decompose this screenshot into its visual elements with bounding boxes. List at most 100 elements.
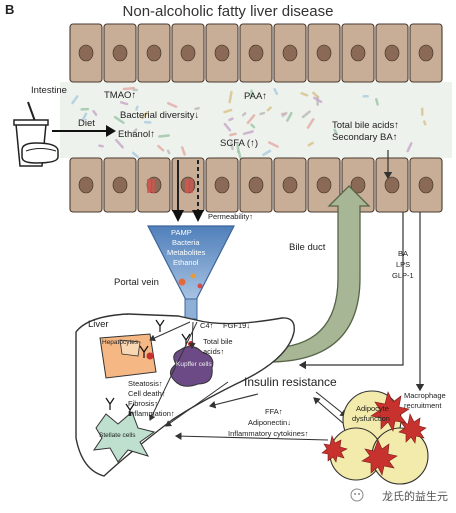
watermark: 龙氏的益生元: [382, 491, 448, 503]
steatosis-label: Steatosis↑: [128, 379, 163, 388]
red-signal-dot: [146, 352, 154, 360]
liver-label: Liver: [88, 319, 109, 330]
cell-death-label: Cell death↑: [128, 389, 166, 398]
bacterium: [143, 120, 152, 124]
bile-duct-arrow: [239, 185, 371, 363]
bacterium: [286, 111, 293, 122]
particle: [178, 278, 186, 286]
cell-nucleus: [214, 176, 230, 194]
bacterium: [307, 141, 314, 147]
bacterium: [132, 128, 138, 134]
ethanol-label: Ethanol↑: [118, 129, 155, 140]
bacterium: [306, 118, 315, 129]
bacterium: [266, 106, 272, 112]
secondary-ba-label: Secondary BA↑: [332, 132, 398, 143]
bacterium: [180, 146, 186, 156]
cell-nucleus: [282, 44, 298, 62]
bacterium: [113, 115, 125, 124]
adipose-tissue: [321, 390, 429, 485]
bacterium: [223, 122, 232, 132]
portal-vein-label: Portal vein: [114, 277, 159, 288]
bacterium: [229, 132, 237, 137]
cell-nucleus: [418, 44, 434, 62]
bacterium: [300, 92, 309, 97]
cell-nucleus: [350, 44, 366, 62]
inflammation-label: Inflammation↑: [128, 409, 175, 418]
glp1-signal-label: GLP-1: [392, 271, 414, 280]
bacterium: [241, 112, 247, 117]
cell-nucleus: [248, 176, 264, 194]
scfa-label: SCFA (↑): [220, 138, 259, 149]
bacterium: [158, 134, 170, 138]
macrophage-label: Macrophage: [404, 391, 446, 400]
bacterium: [194, 106, 200, 111]
bacterium: [420, 107, 424, 116]
permeability-mark: [185, 179, 189, 193]
tmao-label: TMAO↑: [104, 90, 137, 101]
kupffer-to-stellate-arrow: [165, 381, 229, 427]
bacterium: [228, 90, 233, 104]
portal-to-hepatocyte-arrow: [149, 321, 191, 342]
bacterium: [262, 149, 272, 157]
permeability-mark: [147, 179, 151, 193]
cell-nucleus: [214, 44, 230, 62]
permeability-mark: [152, 179, 155, 193]
funnel-ethanol: Ethanol: [173, 258, 199, 267]
watermark-logo: [350, 488, 364, 502]
bacterium: [114, 138, 124, 149]
adiponectin-label: Adiponectin↓: [248, 418, 291, 427]
ffa-label: FFA↑: [265, 407, 283, 416]
total-bile-acids-label: acids↑: [203, 347, 225, 356]
adipose-to-ir-arrow: [313, 397, 345, 425]
cell-nucleus: [350, 176, 366, 194]
receptor-icons: [105, 319, 191, 416]
cell-nucleus: [316, 176, 332, 194]
total-bile-acids-label: Total bile acids↑: [332, 120, 400, 131]
adipose-to-liver-arrow: [174, 432, 329, 441]
bacterium: [157, 144, 165, 152]
stellate-cell: [92, 411, 156, 463]
bacterium: [280, 112, 287, 116]
bacterium: [71, 95, 79, 105]
bacterium: [246, 114, 256, 125]
bacterium: [273, 87, 279, 96]
bacterium: [81, 112, 88, 123]
fibrosis-label: Fibrosis↑: [128, 399, 159, 408]
particle: [197, 283, 203, 289]
bacterium: [375, 98, 379, 106]
cell-nucleus: [78, 44, 94, 62]
intestinal-lumen: [60, 82, 452, 158]
funnel-bacteria: Bacteria: [172, 238, 200, 247]
fgf19-label: FGF19↓: [223, 321, 251, 330]
bacterium: [228, 117, 234, 122]
dysfunction-label: dysfunction: [352, 414, 390, 423]
portal-to-kupffer-arrow: [188, 321, 196, 349]
translocation-arrow-head: [172, 210, 184, 222]
recruitment-label: recruitment: [404, 401, 442, 410]
bacterium: [119, 101, 129, 106]
red-signal-dot: [188, 341, 194, 347]
total-bile-label: Total bile: [203, 337, 233, 346]
bacterium: [167, 102, 178, 108]
bacterium: [223, 108, 233, 114]
bacterium: [250, 123, 256, 129]
diet-arrow-head: [106, 125, 116, 137]
bacterium: [98, 144, 104, 148]
permeability-label: Permeability↑: [208, 212, 254, 221]
lps-signal-label: LPS: [396, 260, 411, 269]
portal-vein-tube: [184, 298, 198, 320]
bacterium: [362, 95, 369, 98]
kupffer-label: Kupffer cells: [176, 361, 212, 368]
gut-bacteria: [71, 86, 427, 162]
bacterium: [333, 128, 338, 136]
bacterium: [242, 130, 254, 136]
bacterium: [80, 107, 90, 111]
particle: [190, 273, 196, 279]
translocation-arrow-head: [192, 210, 204, 222]
bacterium: [301, 110, 311, 119]
paa-label: PAA↑: [244, 91, 268, 102]
bacterium: [132, 88, 138, 92]
cell-nucleus: [112, 44, 128, 62]
